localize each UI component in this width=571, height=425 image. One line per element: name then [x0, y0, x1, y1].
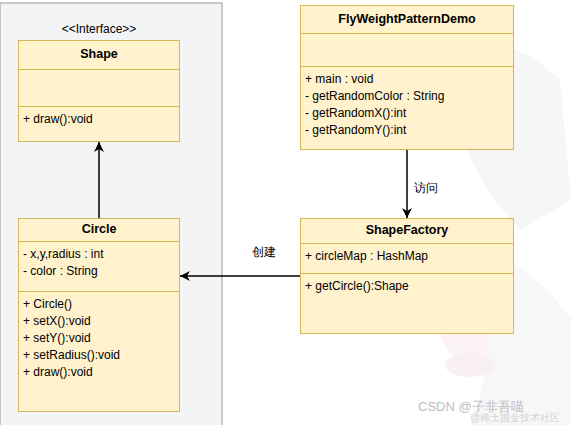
class-member: - color : String: [19, 263, 179, 280]
class-name: Circle: [19, 219, 179, 240]
class-name: FlyWeightPatternDemo: [301, 6, 513, 32]
class-box: FlyWeightPatternDemo+ main : void- getRa…: [300, 5, 514, 150]
package-panel: [0, 3, 222, 425]
class-member: + Circle(): [19, 296, 179, 313]
class-compartment: + getCircle():Shape: [301, 273, 513, 333]
class-name: ShapeFactory: [301, 219, 513, 242]
class-member: - getRandomX():int: [301, 105, 513, 122]
class-member: - getRandomY():int: [301, 122, 513, 139]
class-compartment: - x,y,radius : int- color : String: [19, 241, 179, 291]
stereotype-label: <<Interface>>: [19, 22, 179, 36]
association-arrow: [180, 275, 300, 277]
class-header: ShapeFactory: [301, 219, 513, 243]
class-compartment: [19, 69, 179, 106]
class-member: + getCircle():Shape: [301, 278, 513, 295]
class-box: Circle- x,y,radius : int- color : String…: [18, 218, 180, 412]
class-compartment: + circleMap : HashMap: [301, 243, 513, 273]
class-compartment: [301, 33, 513, 66]
class-member: + setX():void: [19, 313, 179, 330]
class-header: Shape: [19, 41, 179, 69]
watermark: CSDN @子非吾喵: [418, 398, 524, 416]
class-member: + setRadius():void: [19, 347, 179, 364]
watermark: @稀土掘金技术社区: [470, 411, 560, 425]
class-compartment: + main : void- getRandomColor : String- …: [301, 66, 513, 149]
class-member: + setY():void: [19, 330, 179, 347]
association-arrow: [406, 150, 408, 218]
class-member: - x,y,radius : int: [19, 246, 179, 263]
class-member: + draw():void: [19, 364, 179, 381]
class-compartment: + Circle()+ setX():void+ setY():void+ se…: [19, 291, 179, 411]
class-box: <<Interface>>Shape+ draw():void: [18, 40, 180, 142]
class-member: + draw():void: [19, 111, 179, 128]
edge-label: 创建: [252, 244, 276, 261]
class-member: + circleMap : HashMap: [301, 248, 513, 265]
edge-label: 访问: [414, 180, 438, 197]
class-compartment: + draw():void: [19, 106, 179, 141]
association-arrow: [98, 142, 100, 218]
class-header: FlyWeightPatternDemo: [301, 6, 513, 33]
class-name: Shape: [19, 41, 179, 68]
class-member: + main : void: [301, 71, 513, 88]
class-box: ShapeFactory + circleMap : HashMap + getCi…: [300, 218, 514, 334]
class-header: Circle: [19, 219, 179, 241]
class-member: - getRandomColor : String: [301, 88, 513, 105]
